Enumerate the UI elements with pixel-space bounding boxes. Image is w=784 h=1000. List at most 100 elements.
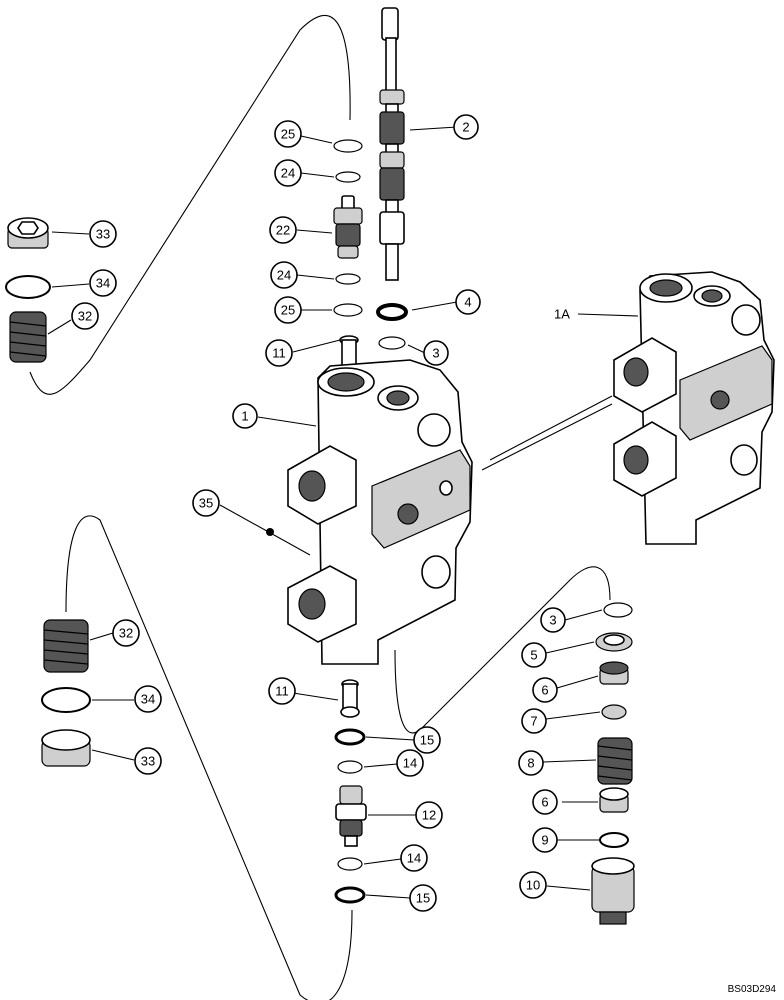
- callout-label: 25: [281, 303, 295, 318]
- callout-14-bottom: 14: [400, 844, 428, 872]
- seal-4-top: [376, 303, 408, 321]
- callout-label: 8: [527, 756, 534, 771]
- plug-33-top: [7, 217, 49, 249]
- callout-label: 25: [281, 127, 295, 142]
- callout-10: 10: [519, 871, 547, 899]
- callout-label: 11: [272, 346, 286, 361]
- washer-3-bottom: [603, 602, 633, 618]
- plug-11-top: [339, 335, 359, 367]
- callout-24-bottom: 24: [270, 261, 298, 289]
- snap-ring-9: [599, 832, 629, 848]
- callout-label: 9: [541, 833, 548, 848]
- valve-body-1: [287, 359, 473, 665]
- cap-33-bottom: [41, 729, 91, 767]
- callout-label: 35: [199, 496, 213, 511]
- callout-2: 2: [453, 114, 479, 140]
- callout-label: 34: [141, 692, 155, 707]
- callout-label: 4: [464, 295, 471, 310]
- callout-6-bottom: 6: [532, 789, 558, 815]
- spring-seat-6-bottom: [599, 787, 629, 813]
- callout-label: 15: [416, 891, 430, 906]
- callout-22: 22: [269, 216, 297, 244]
- callout-label: 22: [276, 223, 290, 238]
- callout-3-top: 3: [423, 340, 449, 366]
- callout-label: 1: [241, 409, 248, 424]
- callout-label: 2: [462, 120, 469, 135]
- callout-label: 15: [420, 733, 434, 748]
- spacer-7: [601, 704, 627, 720]
- callout-label: 32: [78, 309, 92, 324]
- callout-12: 12: [415, 801, 443, 829]
- retainer-5: [595, 632, 633, 652]
- callout-label: 24: [277, 268, 291, 283]
- callout-label: 11: [275, 684, 289, 699]
- callout-label: 32: [119, 626, 133, 641]
- backup-ring-14-bottom: [337, 857, 363, 871]
- check-valve-22: [333, 195, 363, 259]
- callout-label: 6: [541, 795, 548, 810]
- callout-3-bottom: 3: [540, 607, 566, 633]
- callout-label: 24: [281, 166, 295, 181]
- callout-33-bottom: 33: [134, 747, 162, 775]
- o-ring-25-top: [333, 139, 363, 153]
- callout-11-top: 11: [265, 339, 293, 367]
- callout-7: 7: [521, 708, 547, 734]
- callout-label: 7: [530, 714, 537, 729]
- callout-11-bottom: 11: [268, 677, 296, 705]
- callout-label: 3: [549, 613, 556, 628]
- callout-label: 14: [407, 851, 421, 866]
- callout-9: 9: [532, 827, 558, 853]
- cap-10: [591, 857, 635, 925]
- callout-15-top: 15: [413, 726, 441, 754]
- o-ring-15-top: [334, 728, 366, 746]
- backup-ring-14-top: [337, 760, 363, 774]
- callout-label: 10: [526, 878, 540, 893]
- callout-25-top: 25: [274, 120, 302, 148]
- callout-1a: 1A: [554, 307, 570, 322]
- spool-assembly: [379, 7, 405, 281]
- o-ring-34-top: [5, 275, 51, 299]
- callout-35: 35: [192, 489, 220, 517]
- o-ring-24-bottom: [335, 273, 361, 285]
- o-ring-25-bottom: [333, 303, 363, 317]
- callout-label: 5: [530, 648, 537, 663]
- callout-24-top: 24: [274, 159, 302, 187]
- callout-6-top: 6: [532, 677, 558, 703]
- o-ring-34-bottom: [41, 687, 91, 713]
- plug-11-bottom: [340, 679, 360, 718]
- spring-32-bottom: [43, 619, 89, 673]
- callout-33-top: 33: [89, 220, 117, 248]
- callout-32-top: 32: [71, 302, 99, 330]
- callout-8: 8: [518, 750, 544, 776]
- reference-line-1a: [481, 395, 613, 471]
- callout-label: 12: [422, 808, 436, 823]
- callout-34-bottom: 34: [134, 685, 162, 713]
- o-ring-24-top: [335, 171, 361, 183]
- callout-label: 33: [96, 227, 110, 242]
- valve-body-1a: [613, 271, 775, 545]
- spring-8: [597, 737, 633, 785]
- spring-32-top: [9, 311, 47, 363]
- callout-32-bottom: 32: [112, 619, 140, 647]
- connector-curve-lower: [65, 515, 353, 1000]
- callout-25-bottom: 25: [274, 296, 302, 324]
- o-ring-15-bottom: [334, 886, 366, 904]
- callout-label: 34: [96, 276, 110, 291]
- callout-15-bottom: 15: [409, 884, 437, 912]
- washer-3-top: [378, 336, 406, 350]
- callout-14-top: 14: [396, 749, 424, 777]
- callout-label: 33: [141, 754, 155, 769]
- callout-label: 3: [432, 346, 439, 361]
- callout-label: 1A: [554, 307, 570, 322]
- connector-curve-upper: [29, 14, 351, 395]
- callout-5: 5: [521, 642, 547, 668]
- relief-valve-12: [335, 785, 367, 847]
- drawing-code: BS03D294: [728, 984, 777, 995]
- callout-4: 4: [455, 289, 481, 315]
- leader-arrows: [47, 126, 639, 899]
- callout-label: 6: [541, 683, 548, 698]
- callout-1: 1: [232, 403, 258, 429]
- callout-label: 14: [403, 756, 417, 771]
- callout-34-top: 34: [89, 269, 117, 297]
